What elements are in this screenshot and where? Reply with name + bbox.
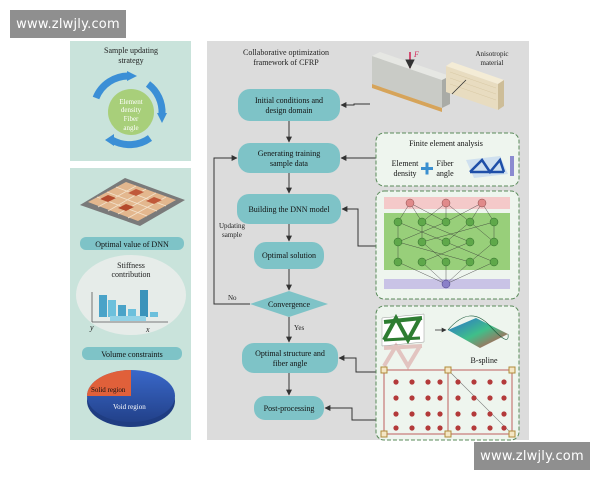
step-structure-line1: Optimal structure and xyxy=(255,349,325,358)
step-generating-line2: sample data xyxy=(270,159,308,168)
dnn-output-node xyxy=(441,279,451,289)
stiffness-line2: contribution xyxy=(111,270,150,279)
bspline-surface-icon xyxy=(435,315,509,348)
fea-title: Finite element analysis xyxy=(409,139,483,148)
design-domain-beam xyxy=(372,52,450,112)
fea-truss-icon xyxy=(466,156,514,178)
fea-element-line1: Element xyxy=(392,159,419,168)
convergence-diamond xyxy=(250,291,328,317)
step-initial-box xyxy=(238,89,340,121)
axis-x-label: x xyxy=(145,325,150,334)
cycle-center xyxy=(108,89,154,135)
convergence-label: Convergence xyxy=(268,300,311,309)
cycle-text-density: density xyxy=(121,106,142,114)
step-structure-line2: fiber angle xyxy=(273,359,308,368)
watermark-top: www.zlwjly.com xyxy=(10,10,126,38)
step-generating-line1: Generating training xyxy=(258,149,320,158)
step-structure-box xyxy=(242,343,338,373)
aniso-line1: Anisotropic xyxy=(475,50,508,58)
cycle-text-element: Element xyxy=(119,98,142,106)
step-optimal: Optimal solution xyxy=(262,251,316,260)
dnn-nodes xyxy=(405,198,487,208)
stiffness-bars xyxy=(91,290,168,323)
step-initial-line1: Initial conditions and xyxy=(255,96,323,105)
anisotropic-block xyxy=(446,62,504,110)
framework-title-line2: framework of CFRP xyxy=(253,58,319,67)
step-generating-box xyxy=(238,143,340,173)
aniso-line2: material xyxy=(481,59,504,67)
flow-arrows xyxy=(213,102,376,421)
density-grid-icon xyxy=(80,178,185,226)
updating-line1: Updating xyxy=(219,222,246,230)
volume-label: Volume constraints xyxy=(101,350,162,359)
dnn-hidden-nodes xyxy=(393,217,499,267)
volume-label-box xyxy=(82,347,182,360)
step-dnn: Building the DNN model xyxy=(248,205,330,214)
step-post-box xyxy=(254,396,324,420)
control-point-grid xyxy=(380,366,516,438)
cycle-text-fiber: Fiber xyxy=(124,115,139,123)
plus-icon xyxy=(421,162,433,175)
strategy-title-line2: strategy xyxy=(118,56,143,65)
cycle-text-angle: angle xyxy=(123,124,138,132)
faded-truss-icon xyxy=(382,342,423,370)
step-optimal-box xyxy=(254,242,324,269)
optimal-label-box xyxy=(80,237,184,250)
no-label: No xyxy=(228,294,237,302)
step-initial-line2: design domain xyxy=(266,106,313,115)
fea-fiber-line2: angle xyxy=(436,169,454,178)
optimized-truss-icon xyxy=(381,313,425,347)
right-insets: Finite element analysis Element density … xyxy=(375,132,520,441)
left-panel: Sample updating strategy Element density… xyxy=(70,41,191,440)
updating-line2: sample xyxy=(222,231,242,239)
fea-element-line2: density xyxy=(393,169,416,178)
bspline-label: B-spline xyxy=(470,356,498,365)
step-post: Post-processing xyxy=(264,404,315,413)
strategy-title-line1: Sample updating xyxy=(104,46,158,55)
fea-fiber-line1: Fiber xyxy=(437,159,454,168)
watermark-bottom: www.zlwjly.com xyxy=(474,442,590,470)
region-pie xyxy=(87,370,175,427)
solid-region-label: Solid region xyxy=(91,386,126,394)
force-label: F xyxy=(413,50,419,59)
yes-label: Yes xyxy=(294,324,304,332)
framework-title-line1: Collaborative optimization xyxy=(243,48,329,57)
step-dnn-box xyxy=(237,194,341,224)
void-region-label: Void region xyxy=(113,403,146,411)
axis-y-label: y xyxy=(89,323,94,332)
cycle-arrows xyxy=(92,71,167,149)
optimal-label: Optimal value of DNN xyxy=(95,240,169,249)
stiffness-line1: Stiffness xyxy=(117,261,145,270)
